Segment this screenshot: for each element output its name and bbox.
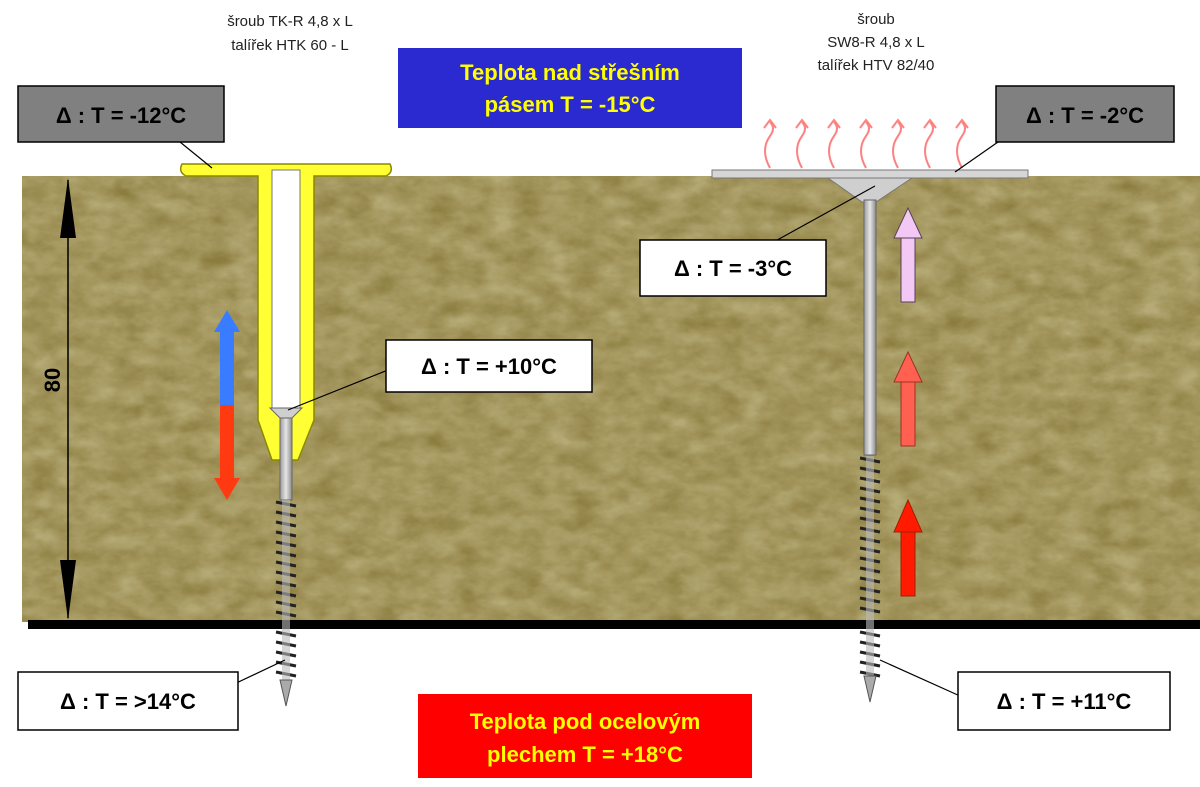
- thickness-dimension: 80: [40, 178, 76, 620]
- svg-text:Δ : T = +10°C: Δ : T = +10°C: [421, 354, 557, 379]
- right-screw-shank: [863, 199, 877, 456]
- metal-plate: [711, 169, 1029, 179]
- right-plate-label: talířek HTV 82/40: [818, 57, 935, 74]
- delta-label-right-mid: Δ : T = -3°C: [639, 239, 827, 297]
- left-screw-label: šroub TK-R 4,8 x L: [227, 13, 353, 30]
- svg-text:Δ : T = >14°C: Δ : T = >14°C: [60, 689, 196, 714]
- left-plate-label: talířek HTK 60 - L: [231, 37, 349, 54]
- heat-arrow-weak: [893, 206, 923, 303]
- bottom-band-line2: plechem T = +18°C: [487, 742, 683, 767]
- svg-text:Δ : T = -3°C: Δ : T = -3°C: [674, 256, 792, 281]
- bottom-temperature-band: Teplota pod ocelovým plechem T = +18°C: [418, 694, 752, 778]
- top-temperature-band: Teplota nad střešním pásem T = -15°C: [398, 48, 742, 128]
- delta-label-left-bottom: Δ : T = >14°C: [17, 671, 239, 731]
- bottom-band-line1: Teplota pod ocelovým: [470, 709, 701, 734]
- steel-sheet: [28, 620, 1200, 629]
- delta-label-left-mid: Δ : T = +10°C: [385, 339, 593, 393]
- dimension-label: 80: [40, 368, 65, 392]
- left-screw-shank: [279, 409, 293, 501]
- right-fastener: [711, 169, 1029, 703]
- left-heat-flow-arrow: [214, 310, 240, 500]
- leader-lines: [179, 141, 999, 697]
- left-fastener-caption: šroub TK-R 4,8 x L talířek HTK 60 - L: [227, 13, 353, 54]
- top-band-line2: pásem T = -15°C: [485, 92, 656, 117]
- top-band-line1: Teplota nad střešním: [460, 60, 680, 85]
- heat-escape-arrows: [763, 118, 969, 169]
- svg-text:Δ : T = -2°C: Δ : T = -2°C: [1026, 103, 1144, 128]
- left-fastener: [179, 163, 393, 707]
- delta-label-right-bottom: Δ : T = +11°C: [957, 671, 1171, 731]
- right-fastener-caption: šroub SW8-R 4,8 x L talířek HTV 82/40: [818, 11, 935, 74]
- right-heat-flow-arrows: [893, 206, 923, 597]
- right-fastener-title: šroub: [857, 11, 895, 28]
- insulation-layer: [22, 176, 1200, 622]
- svg-text:Δ : T = -12°C: Δ : T = -12°C: [56, 103, 186, 128]
- right-screw-label: SW8-R 4,8 x L: [827, 34, 925, 51]
- delta-label-left-top: Δ : T = -12°C: [17, 85, 225, 143]
- heat-arrow-strong: [893, 498, 923, 597]
- heat-arrow-medium: [893, 350, 923, 447]
- delta-label-right-top: Δ : T = -2°C: [995, 85, 1175, 143]
- svg-text:Δ : T = +11°C: Δ : T = +11°C: [997, 689, 1132, 714]
